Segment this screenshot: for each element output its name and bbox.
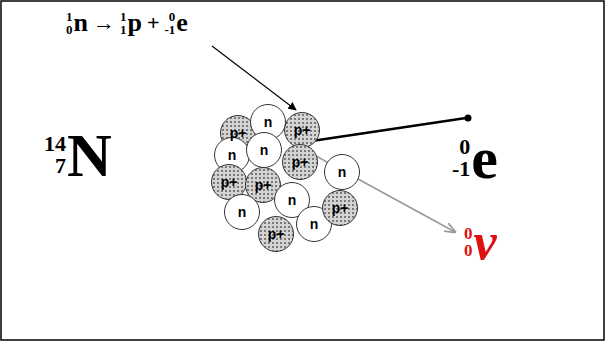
particle-symbol: n [74,10,88,36]
nuclide-notation: 00ν [464,216,497,268]
particle-label: p+ [221,175,238,189]
nuclide-notation: 11p [120,10,142,36]
particle-label: n [310,217,319,231]
particle-symbol: p [127,10,141,36]
proton-circle: p+ [322,190,358,226]
particle-symbol: ν [474,216,497,268]
mass-number: 1 [120,10,127,23]
charge-number: -1 [452,158,470,180]
nuclide-notation: 147N [44,124,112,186]
mass-number: 0 [459,136,470,158]
mass-number: 14 [44,133,66,155]
charge-number: 7 [55,155,66,177]
particle-label: n [288,193,297,207]
mass-number: 0 [464,225,473,242]
mass-number: 1 [66,10,73,23]
proton-circle: p+ [258,216,294,252]
particle-symbol: e [176,10,188,36]
electron-path [305,118,466,142]
particle-label: n [238,205,247,219]
nuclide-notation: 0-1e [452,128,498,188]
proton-circle: p+ [284,112,320,148]
particle-label: p+ [294,123,311,137]
particle-label: p+ [332,201,349,215]
particle-label: p+ [255,178,272,192]
particle-label: p+ [292,155,309,169]
particle-label: n [228,148,237,162]
particle-symbol: N [67,124,112,186]
particle-label: p+ [268,227,285,241]
particle-label: n [338,165,347,179]
proton-circle: p+ [282,144,318,180]
electron-dot [465,115,472,122]
pointer-arrow [212,46,296,110]
decay-equation: 10n→11p+0-1e [66,10,188,36]
particle-label: n [264,115,273,129]
charge-number: 0 [464,242,473,259]
reaction-arrow: → [93,12,115,34]
neutron-circle: n [224,194,260,230]
neutron-circle: n [324,154,360,190]
nuclide-notation: 0-1e [164,10,187,36]
charge-number: -1 [164,23,175,36]
neutrino-path [305,150,455,232]
charge-number: 0 [66,23,73,36]
mass-number: 0 [169,10,176,23]
neutron-circle: n [246,132,282,168]
particle-label: n [260,143,269,157]
particle-symbol: e [471,128,498,188]
charge-number: 1 [120,23,127,36]
particle-label: p+ [230,126,247,140]
plus-sign: + [147,12,160,34]
nuclide-notation: 10n [66,10,88,36]
